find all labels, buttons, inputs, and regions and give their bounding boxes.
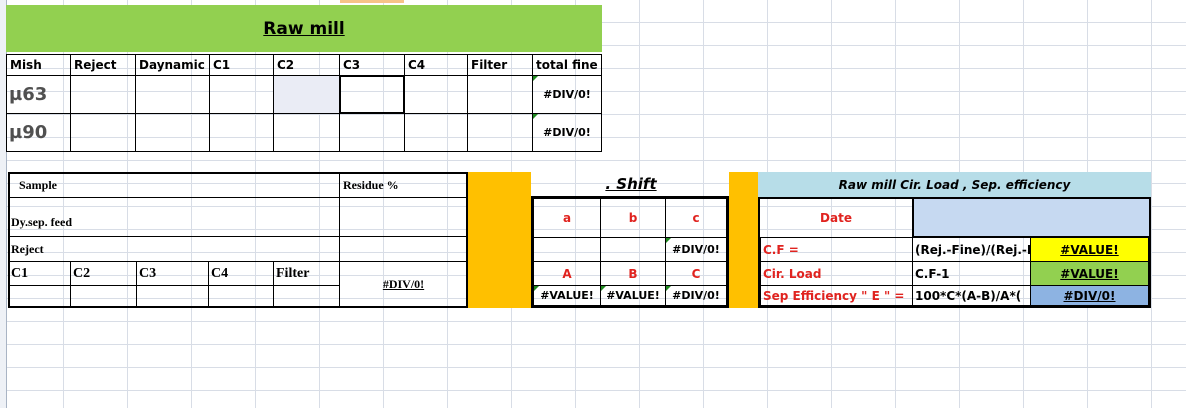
sep-eff-formula[interactable]: 100*C*(A-B)/A*( (912, 285, 1031, 306)
residue-header[interactable]: Residue % (339, 172, 468, 198)
cell-u63-c2[interactable] (273, 75, 340, 114)
cell-u63-total[interactable]: #DIV/0! (532, 75, 602, 114)
cir-load-value[interactable]: #VALUE! (1030, 261, 1149, 286)
mu90-label: µ90 (9, 122, 48, 143)
cell-u90-total[interactable]: #DIV/0! (532, 113, 602, 152)
cell-u90-reject[interactable] (70, 113, 136, 152)
col-c3-label[interactable]: C3 (136, 261, 209, 286)
sample-header[interactable]: Sample (8, 172, 340, 198)
raw-mill-title: Raw mill (263, 18, 345, 39)
orange-spacer-right (729, 172, 758, 308)
reject-label[interactable]: Reject (8, 236, 340, 262)
shift-b-input[interactable] (600, 237, 666, 262)
shift-title: . Shift (605, 175, 657, 193)
cir-load-formula[interactable]: C.F-1 (912, 261, 1031, 286)
col-c1-label[interactable]: C1 (8, 261, 71, 286)
reject-residue[interactable] (339, 236, 468, 262)
date-label[interactable]: Date (820, 211, 852, 225)
residue-result[interactable]: #DIV/0! (339, 261, 468, 308)
header-reject[interactable]: Reject (70, 54, 136, 76)
col-c2-label[interactable]: C2 (70, 261, 137, 286)
col-c2-value[interactable] (70, 285, 137, 308)
shift-value-a[interactable]: #VALUE! (533, 285, 601, 306)
header-c2[interactable]: C2 (273, 54, 340, 76)
circ-title: Raw mill Cir. Load , Sep. efficiency (838, 177, 1071, 192)
date-value[interactable] (912, 197, 1151, 238)
active-cell-u63-c3[interactable] (339, 75, 405, 114)
shift-value-c[interactable]: #DIV/0! (665, 285, 727, 306)
shift-header-a-lower[interactable]: a (533, 198, 601, 238)
shift-header-a-upper[interactable]: A (533, 261, 601, 286)
row-label-u63[interactable]: µ63 (6, 75, 71, 114)
shift-header-c-lower[interactable]: c (665, 198, 727, 238)
cell-u90-filter[interactable] (467, 113, 533, 152)
shift-header-b-lower[interactable]: b (600, 198, 666, 238)
cf-formula[interactable]: (Rej.-Fine)/(Rej.-I (912, 237, 1031, 262)
dysep-feed-label[interactable]: Dy.sep. feed (8, 197, 340, 237)
shift-c-input[interactable]: #DIV/0! (665, 237, 727, 262)
header-total-fine[interactable]: total fine (532, 54, 602, 76)
header-mish[interactable]: Mish (6, 54, 71, 76)
cell-u63-c1[interactable] (209, 75, 274, 114)
cell-u90-c4[interactable] (404, 113, 468, 152)
header-filter[interactable]: Filter (467, 54, 533, 76)
row-label-u90[interactable]: µ90 (6, 113, 71, 152)
shift-header-c-upper[interactable]: C (665, 261, 727, 286)
shift-a-input[interactable] (533, 237, 601, 262)
sep-eff-label[interactable]: Sep Efficiency " E " = (760, 285, 913, 306)
cf-label[interactable]: C.F = (760, 237, 913, 262)
selected-column-band (340, 0, 404, 3)
header-c3[interactable]: C3 (339, 54, 405, 76)
header-c4[interactable]: C4 (404, 54, 468, 76)
shift-title-cell[interactable]: . Shift (533, 172, 729, 196)
cell-u63-daynamic[interactable] (135, 75, 210, 114)
col-filter-value[interactable] (273, 285, 340, 308)
col-c4-value[interactable] (208, 285, 274, 308)
sep-eff-value[interactable]: #DIV/0! (1030, 285, 1149, 306)
cir-load-label[interactable]: Cir. Load (760, 261, 913, 286)
circ-title-cell[interactable]: Raw mill Cir. Load , Sep. efficiency (758, 172, 1151, 197)
row-header-gutter[interactable] (0, 0, 7, 408)
shift-value-b[interactable]: #VALUE! (600, 285, 666, 306)
cell-u63-reject[interactable] (70, 75, 136, 114)
mu63-label: µ63 (9, 84, 48, 105)
orange-spacer-left (468, 172, 531, 308)
cf-value[interactable]: #VALUE! (1030, 237, 1149, 262)
col-filter-label[interactable]: Filter (273, 261, 340, 286)
cell-u90-c2[interactable] (273, 113, 340, 152)
dysep-feed-residue[interactable] (339, 197, 468, 237)
cell-u90-c3[interactable] (339, 113, 405, 152)
col-c1-value[interactable] (8, 285, 71, 308)
col-c3-value[interactable] (136, 285, 209, 308)
header-c1[interactable]: C1 (209, 54, 274, 76)
cell-u90-daynamic[interactable] (135, 113, 210, 152)
header-daynamic[interactable]: Daynamic (135, 54, 210, 76)
shift-table (531, 196, 729, 308)
cell-u90-c1[interactable] (209, 113, 274, 152)
cell-u63-filter[interactable] (467, 75, 533, 114)
cell-u63-c4[interactable] (404, 75, 468, 114)
raw-mill-title-banner: Raw mill (6, 5, 602, 52)
shift-header-b-upper[interactable]: B (600, 261, 666, 286)
col-c4-label[interactable]: C4 (208, 261, 274, 286)
